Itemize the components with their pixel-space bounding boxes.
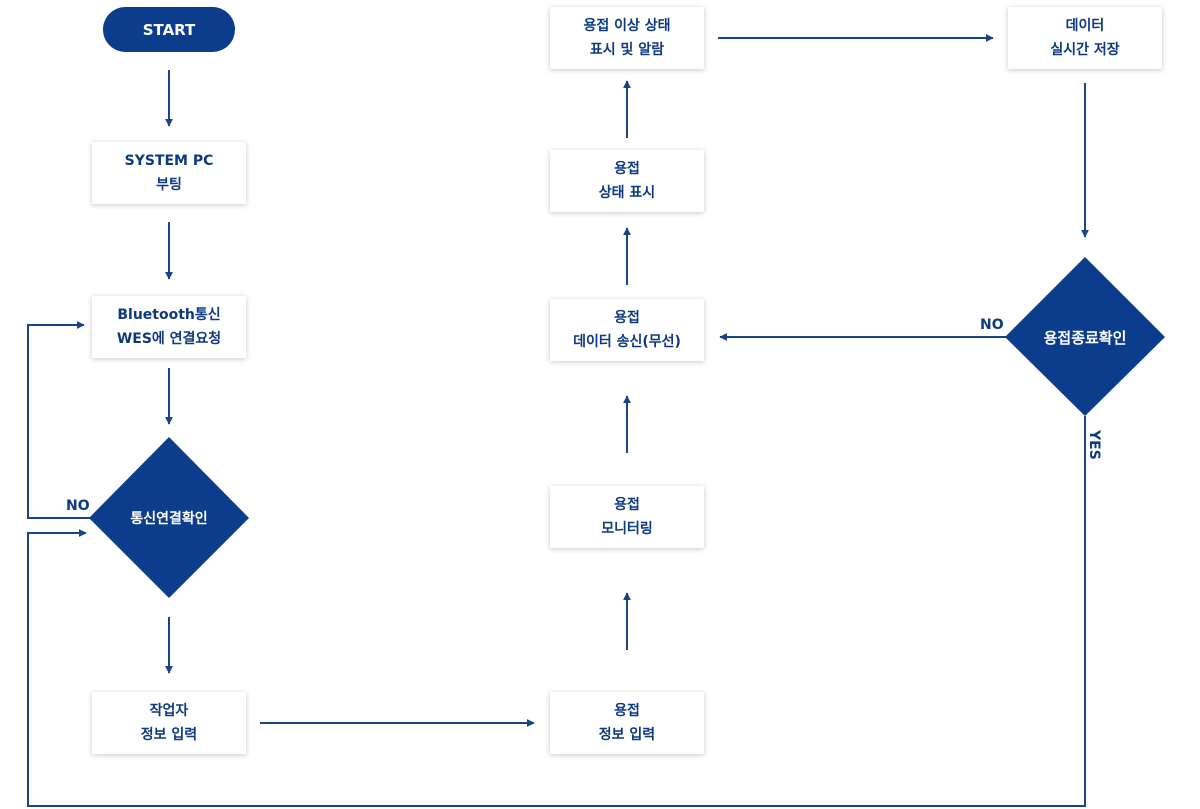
end-check-diamond (1005, 257, 1165, 416)
data-send-node: 용접 데이터 송신(무선) (550, 299, 704, 361)
boot-line2: 부팅 (156, 177, 182, 193)
end-check-no-label: NO (980, 317, 1004, 333)
alarm-line1: 용접 이상 상태 (583, 18, 671, 34)
alarm-node: 용접 이상 상태 표시 및 알람 (550, 7, 704, 69)
status-display-node: 용접 상태 표시 (550, 150, 704, 212)
boot-line1: SYSTEM PC (124, 153, 214, 169)
worker-line2: 정보 입력 (140, 727, 198, 743)
status-display-line2: 상태 표시 (598, 185, 656, 201)
end-check-yes-label: YES (1086, 430, 1102, 460)
arrow-end-yes-return (27, 416, 1086, 807)
monitoring-node: 용접 모니터링 (550, 486, 704, 548)
boot-node: SYSTEM PC 부팅 (92, 142, 246, 204)
weld-info-line1: 용접 (614, 703, 640, 719)
comm-check-label: 통신연결확인 (130, 511, 208, 527)
status-display-line1: 용접 (614, 161, 640, 177)
bluetooth-line2: WES에 연결요청 (116, 331, 222, 347)
save-line2: 실시간 저장 (1050, 42, 1120, 58)
worker-node: 작업자 정보 입력 (92, 692, 246, 754)
save-line1: 데이터 (1065, 18, 1105, 34)
monitoring-line1: 용접 (614, 497, 640, 513)
arrow-check-no-to-bluetooth (27, 321, 90, 519)
comm-check-diamond (89, 437, 249, 598)
comm-check-no-label: NO (66, 498, 90, 514)
bluetooth-node: Bluetooth통신 WES에 연결요청 (92, 296, 246, 358)
alarm-line2: 표시 및 알람 (589, 42, 665, 58)
data-send-line1: 용접 (614, 310, 640, 326)
start-node: START (103, 7, 235, 52)
weld-info-node: 용접 정보 입력 (550, 692, 704, 754)
end-check-label: 용접종료확인 (1043, 328, 1127, 347)
worker-line1: 작업자 (149, 703, 189, 719)
data-send-line2: 데이터 송신(무선) (573, 334, 681, 350)
weld-info-line2: 정보 입력 (598, 727, 656, 743)
save-node: 데이터 실시간 저장 (1008, 7, 1162, 69)
bluetooth-line1: Bluetooth통신 (117, 307, 221, 323)
start-label: START (142, 20, 196, 39)
monitoring-line2: 모니터링 (601, 521, 653, 537)
